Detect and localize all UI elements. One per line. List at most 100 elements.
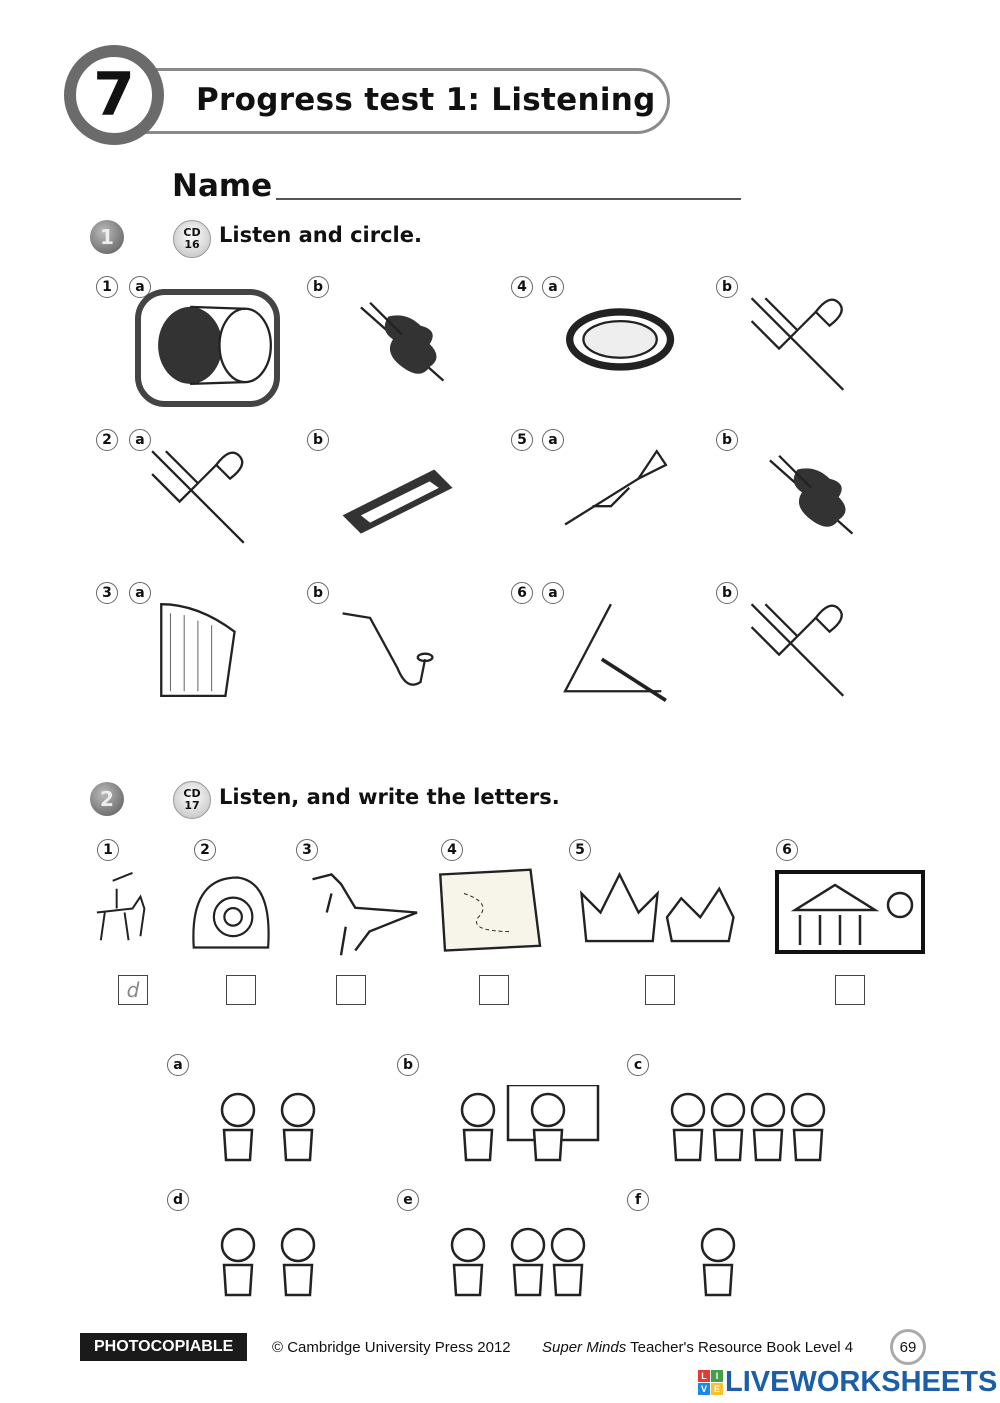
option-b-picture[interactable] bbox=[323, 289, 463, 403]
option-a-label: a bbox=[129, 276, 151, 298]
book-title: Super Minds Teacher's Resource Book Leve… bbox=[542, 1339, 853, 1356]
drum-icon bbox=[158, 305, 272, 386]
picture bbox=[85, 865, 180, 964]
option-picture bbox=[668, 1085, 838, 1174]
option-b-label: b bbox=[307, 276, 329, 298]
trombone-icon bbox=[750, 603, 845, 697]
boy-thinking-icon bbox=[700, 1227, 736, 1297]
keyboard-icon bbox=[342, 469, 453, 534]
item-number: 3 bbox=[96, 582, 118, 604]
cd-track: 16 bbox=[184, 238, 200, 251]
picture-number: 3 bbox=[296, 839, 318, 861]
two-boys-icon bbox=[220, 1227, 316, 1297]
trombone-icon bbox=[750, 297, 845, 391]
logo-letter: L bbox=[698, 1370, 710, 1382]
picture bbox=[435, 865, 550, 964]
answer-box[interactable] bbox=[336, 975, 366, 1005]
harp-icon bbox=[160, 603, 236, 697]
unit-number: 7 bbox=[93, 60, 135, 130]
picture-number: 1 bbox=[97, 839, 119, 861]
picture bbox=[185, 865, 290, 964]
section-2-number: 2 bbox=[90, 782, 124, 816]
triangle-icon bbox=[563, 603, 667, 702]
option-a-label: a bbox=[129, 582, 151, 604]
section-1-instruction: Listen and circle. bbox=[219, 223, 422, 247]
two-children-icon bbox=[220, 1092, 316, 1162]
three-children-icon bbox=[450, 1227, 586, 1297]
option-a-picture[interactable] bbox=[135, 289, 280, 407]
answer-box[interactable] bbox=[835, 975, 865, 1005]
name-label: Name bbox=[172, 168, 273, 204]
option-a-label: a bbox=[542, 429, 564, 451]
option-a-picture[interactable] bbox=[548, 442, 693, 560]
logo-letter: I bbox=[711, 1370, 723, 1382]
option-a-picture[interactable] bbox=[548, 289, 693, 407]
answer-box[interactable]: d bbox=[118, 975, 148, 1005]
item-number: 4 bbox=[511, 276, 533, 298]
option-a-picture[interactable] bbox=[135, 595, 280, 713]
option-b-label: b bbox=[716, 276, 738, 298]
option-b-label: b bbox=[307, 582, 329, 604]
picture bbox=[775, 865, 925, 964]
answer-box[interactable] bbox=[479, 975, 509, 1005]
cd-label: CD bbox=[183, 787, 201, 800]
option-b-picture[interactable] bbox=[732, 289, 872, 403]
option-b-picture[interactable] bbox=[732, 442, 872, 556]
book-name: Super Minds bbox=[542, 1339, 627, 1356]
option-letter: f bbox=[627, 1189, 649, 1211]
logo-letter: V bbox=[698, 1383, 710, 1395]
book-subtitle: Teacher's Resource Book Level 4 bbox=[626, 1339, 854, 1356]
shell-icon bbox=[192, 876, 270, 949]
answer-box[interactable] bbox=[645, 975, 675, 1005]
option-picture bbox=[668, 1220, 838, 1309]
cd-track: 17 bbox=[184, 799, 200, 812]
option-b-picture[interactable] bbox=[732, 595, 872, 709]
option-letter: a bbox=[167, 1054, 189, 1076]
item-number: 6 bbox=[511, 582, 533, 604]
copyright: © Cambridge University Press 2012 bbox=[272, 1339, 511, 1356]
item-number: 1 bbox=[96, 276, 118, 298]
dinosaur-icon bbox=[312, 873, 418, 956]
option-b-label: b bbox=[716, 429, 738, 451]
option-a-label: a bbox=[542, 276, 564, 298]
option-letter: c bbox=[627, 1054, 649, 1076]
four-children-icon bbox=[670, 1092, 826, 1162]
picture-number: 6 bbox=[776, 839, 798, 861]
violin-icon bbox=[769, 454, 854, 535]
brand-name: LIVEWORKSHEETS bbox=[725, 1366, 998, 1398]
knight-on-horse-icon bbox=[96, 871, 146, 941]
photocopiable-label: PHOTOCOPIABLE bbox=[80, 1333, 248, 1361]
children-at-board-icon bbox=[460, 1083, 600, 1162]
option-picture bbox=[438, 1083, 608, 1174]
picture-number: 2 bbox=[194, 839, 216, 861]
treasure-map-icon bbox=[438, 868, 542, 952]
crowns-icon bbox=[579, 871, 735, 943]
liveworksheets-logo: L I V E LIVEWORKSHEETS bbox=[698, 1366, 997, 1399]
picture-number: 5 bbox=[569, 839, 591, 861]
option-a-picture[interactable] bbox=[135, 442, 280, 560]
trombone-icon bbox=[151, 450, 245, 544]
option-b-label: b bbox=[307, 429, 329, 451]
option-b-picture[interactable] bbox=[323, 442, 463, 556]
option-a-picture[interactable] bbox=[548, 595, 693, 713]
section-2-instruction: Listen, and write the letters. bbox=[219, 785, 560, 809]
page-number: 69 bbox=[890, 1329, 926, 1365]
name-line[interactable] bbox=[276, 198, 741, 200]
logo-mark: L I V E bbox=[698, 1370, 723, 1395]
option-a-label: a bbox=[129, 429, 151, 451]
answer-box[interactable] bbox=[226, 975, 256, 1005]
cd-label: CD bbox=[183, 226, 201, 239]
violin-icon bbox=[360, 301, 445, 382]
option-letter: b bbox=[397, 1054, 419, 1076]
picture-number: 4 bbox=[441, 839, 463, 861]
unit-number-badge: 7 bbox=[64, 45, 164, 145]
tambourine-icon bbox=[565, 308, 675, 371]
section-1-number: 1 bbox=[90, 220, 124, 254]
option-b-picture[interactable] bbox=[323, 595, 463, 709]
trumpet-icon bbox=[564, 449, 668, 526]
title-banner bbox=[130, 68, 670, 134]
option-picture bbox=[438, 1220, 608, 1309]
picture bbox=[295, 865, 425, 964]
